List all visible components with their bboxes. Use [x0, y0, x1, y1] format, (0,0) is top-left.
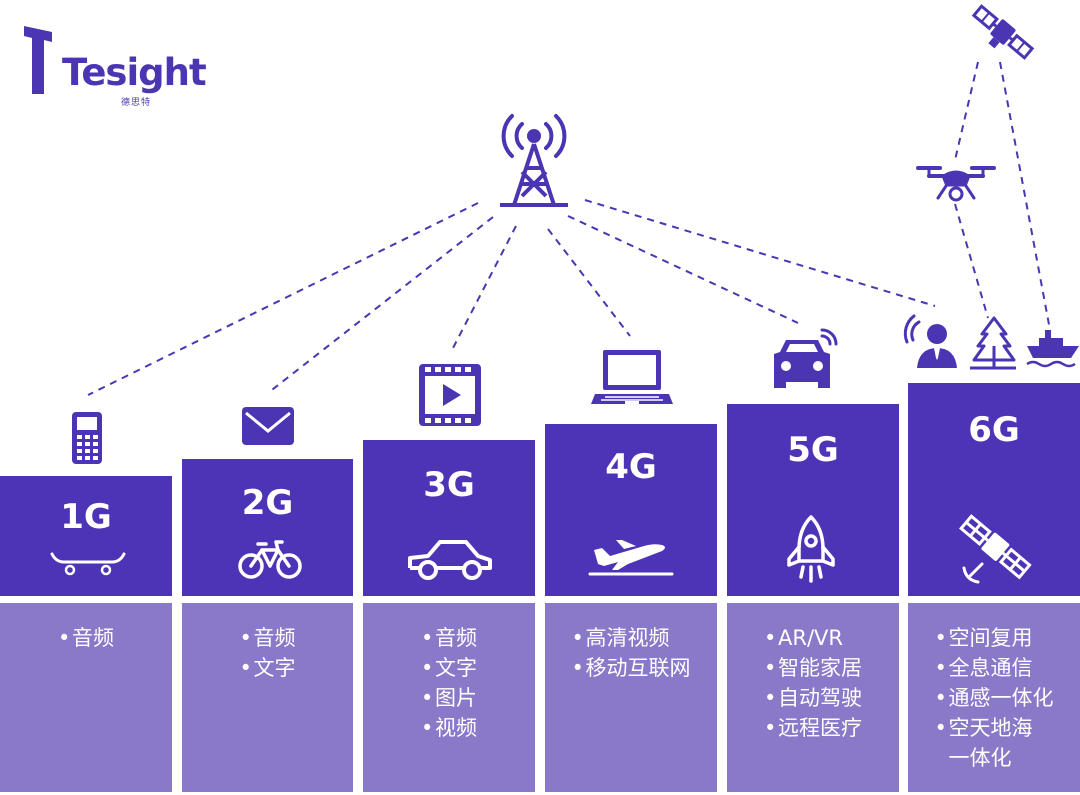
- feature-list: •音频: [0, 623, 172, 653]
- feature-item: •视频: [421, 713, 477, 743]
- feature-text: 图片: [435, 686, 477, 710]
- satellite-top-icon: [971, 4, 1035, 60]
- bullet: •: [239, 656, 252, 680]
- feature-text: 智能家居: [778, 656, 862, 680]
- feature-text: AR/VR: [778, 626, 843, 650]
- bullet: •: [421, 626, 434, 650]
- feature-text: 文字: [253, 656, 296, 680]
- generation-column-4g: 4G: [545, 424, 717, 596]
- feature-list: •高清视频•移动互联网: [545, 623, 717, 683]
- car-icon: [408, 540, 492, 580]
- feature-item: •文字: [240, 653, 296, 683]
- bullet: •: [764, 686, 777, 710]
- bullet: •: [58, 626, 71, 650]
- bullet: •: [934, 626, 947, 650]
- drone-icon: [916, 166, 996, 202]
- feature-box-5g: •AR/VR•智能家居•自动驾驶•远程医疗: [727, 603, 899, 792]
- generation-label: 4G: [605, 447, 657, 487]
- bullet: •: [764, 656, 777, 680]
- ship-icon: [1026, 330, 1079, 368]
- feature-item: •自动驾驶: [764, 683, 862, 713]
- logo-text: Tesight: [62, 51, 207, 94]
- feature-text: 高清视频: [585, 626, 670, 650]
- feature-text: 视频: [435, 716, 477, 740]
- envelope-icon: [242, 407, 294, 445]
- bullet: •: [421, 656, 434, 680]
- feature-item: •远程医疗: [764, 713, 862, 743]
- feature-phone-icon: [72, 412, 102, 464]
- feature-text: 自动驾驶: [778, 686, 862, 710]
- feature-item: •高清视频: [572, 623, 670, 653]
- bullet: •: [764, 626, 777, 650]
- trees-icon: [970, 316, 1016, 370]
- person-signal-icon: [903, 314, 957, 368]
- cell-tower-icon: [500, 114, 568, 207]
- bullet: •: [934, 716, 947, 740]
- feature-text: 空间复用: [948, 626, 1033, 650]
- generation-column-2g: 2G: [182, 459, 353, 596]
- feature-list: •音频•文字: [182, 623, 353, 683]
- bullet: •: [934, 686, 947, 710]
- feature-item: •通感一体化: [935, 683, 1054, 713]
- bullet: •: [934, 656, 947, 680]
- feature-item: •文字: [421, 653, 477, 683]
- feature-text: 空天地海 一体化: [948, 716, 1033, 770]
- feature-text: 音频: [253, 626, 296, 650]
- feature-box-3g: •音频•文字•图片•视频: [363, 603, 535, 792]
- generation-label: 2G: [241, 483, 294, 523]
- generation-column-5g: 5G: [727, 404, 899, 596]
- generation-label: 3G: [423, 465, 475, 505]
- feature-text: 全息通信: [948, 656, 1033, 680]
- airplane-icon: [588, 540, 674, 576]
- feature-item: •音频: [421, 623, 477, 653]
- feature-item: •音频: [240, 623, 296, 653]
- feature-text: 音频: [72, 626, 114, 650]
- generation-label: 6G: [968, 410, 1020, 450]
- feature-text: 远程医疗: [778, 716, 862, 740]
- logo-subtitle: 德思特: [121, 98, 152, 108]
- connected-car-icon: [774, 328, 838, 388]
- feature-box-4g: •高清视频•移动互联网: [545, 603, 717, 792]
- bullet: •: [421, 686, 434, 710]
- generation-label: 1G: [60, 497, 112, 537]
- satellite-icon: [958, 514, 1032, 584]
- feature-text: 通感一体化: [948, 686, 1054, 710]
- feature-list: •AR/VR•智能家居•自动驾驶•远程医疗: [727, 623, 899, 743]
- bullet: •: [571, 656, 584, 680]
- logo: Tesight 德思特: [22, 24, 207, 108]
- generation-label: 5G: [787, 430, 839, 470]
- feature-box-2g: •音频•文字: [182, 603, 353, 792]
- feature-text: 文字: [435, 656, 477, 680]
- generation-column-6g: 6G: [908, 383, 1080, 596]
- bicycle-icon: [238, 540, 302, 579]
- bullet: •: [571, 626, 584, 650]
- generation-column-1g: 1G: [0, 476, 172, 596]
- laptop-icon: [591, 350, 673, 404]
- skateboard-icon: [50, 552, 126, 576]
- feature-item: •空天地海 一体化: [935, 713, 1033, 773]
- feature-item: •全息通信: [935, 653, 1033, 683]
- feature-box-1g: •音频: [0, 603, 172, 792]
- bullet: •: [239, 626, 252, 650]
- feature-text: 音频: [435, 626, 477, 650]
- logo-mark-icon: [24, 26, 52, 94]
- feature-list: •空间复用•全息通信•通感一体化•空天地海 一体化: [908, 623, 1080, 773]
- feature-text: 移动互联网: [585, 656, 691, 680]
- feature-box-6g: •空间复用•全息通信•通感一体化•空天地海 一体化: [908, 603, 1080, 792]
- bullet: •: [764, 716, 777, 740]
- video-player-icon: [419, 364, 481, 426]
- feature-item: •移动互联网: [572, 653, 691, 683]
- rocket-icon: [787, 515, 835, 583]
- feature-item: •图片: [421, 683, 477, 713]
- feature-item: •智能家居: [764, 653, 862, 683]
- feature-list: •音频•文字•图片•视频: [363, 623, 535, 743]
- feature-item: •空间复用: [935, 623, 1033, 653]
- bullet: •: [421, 716, 434, 740]
- feature-item: •音频: [58, 623, 114, 653]
- feature-item: •AR/VR: [764, 623, 843, 653]
